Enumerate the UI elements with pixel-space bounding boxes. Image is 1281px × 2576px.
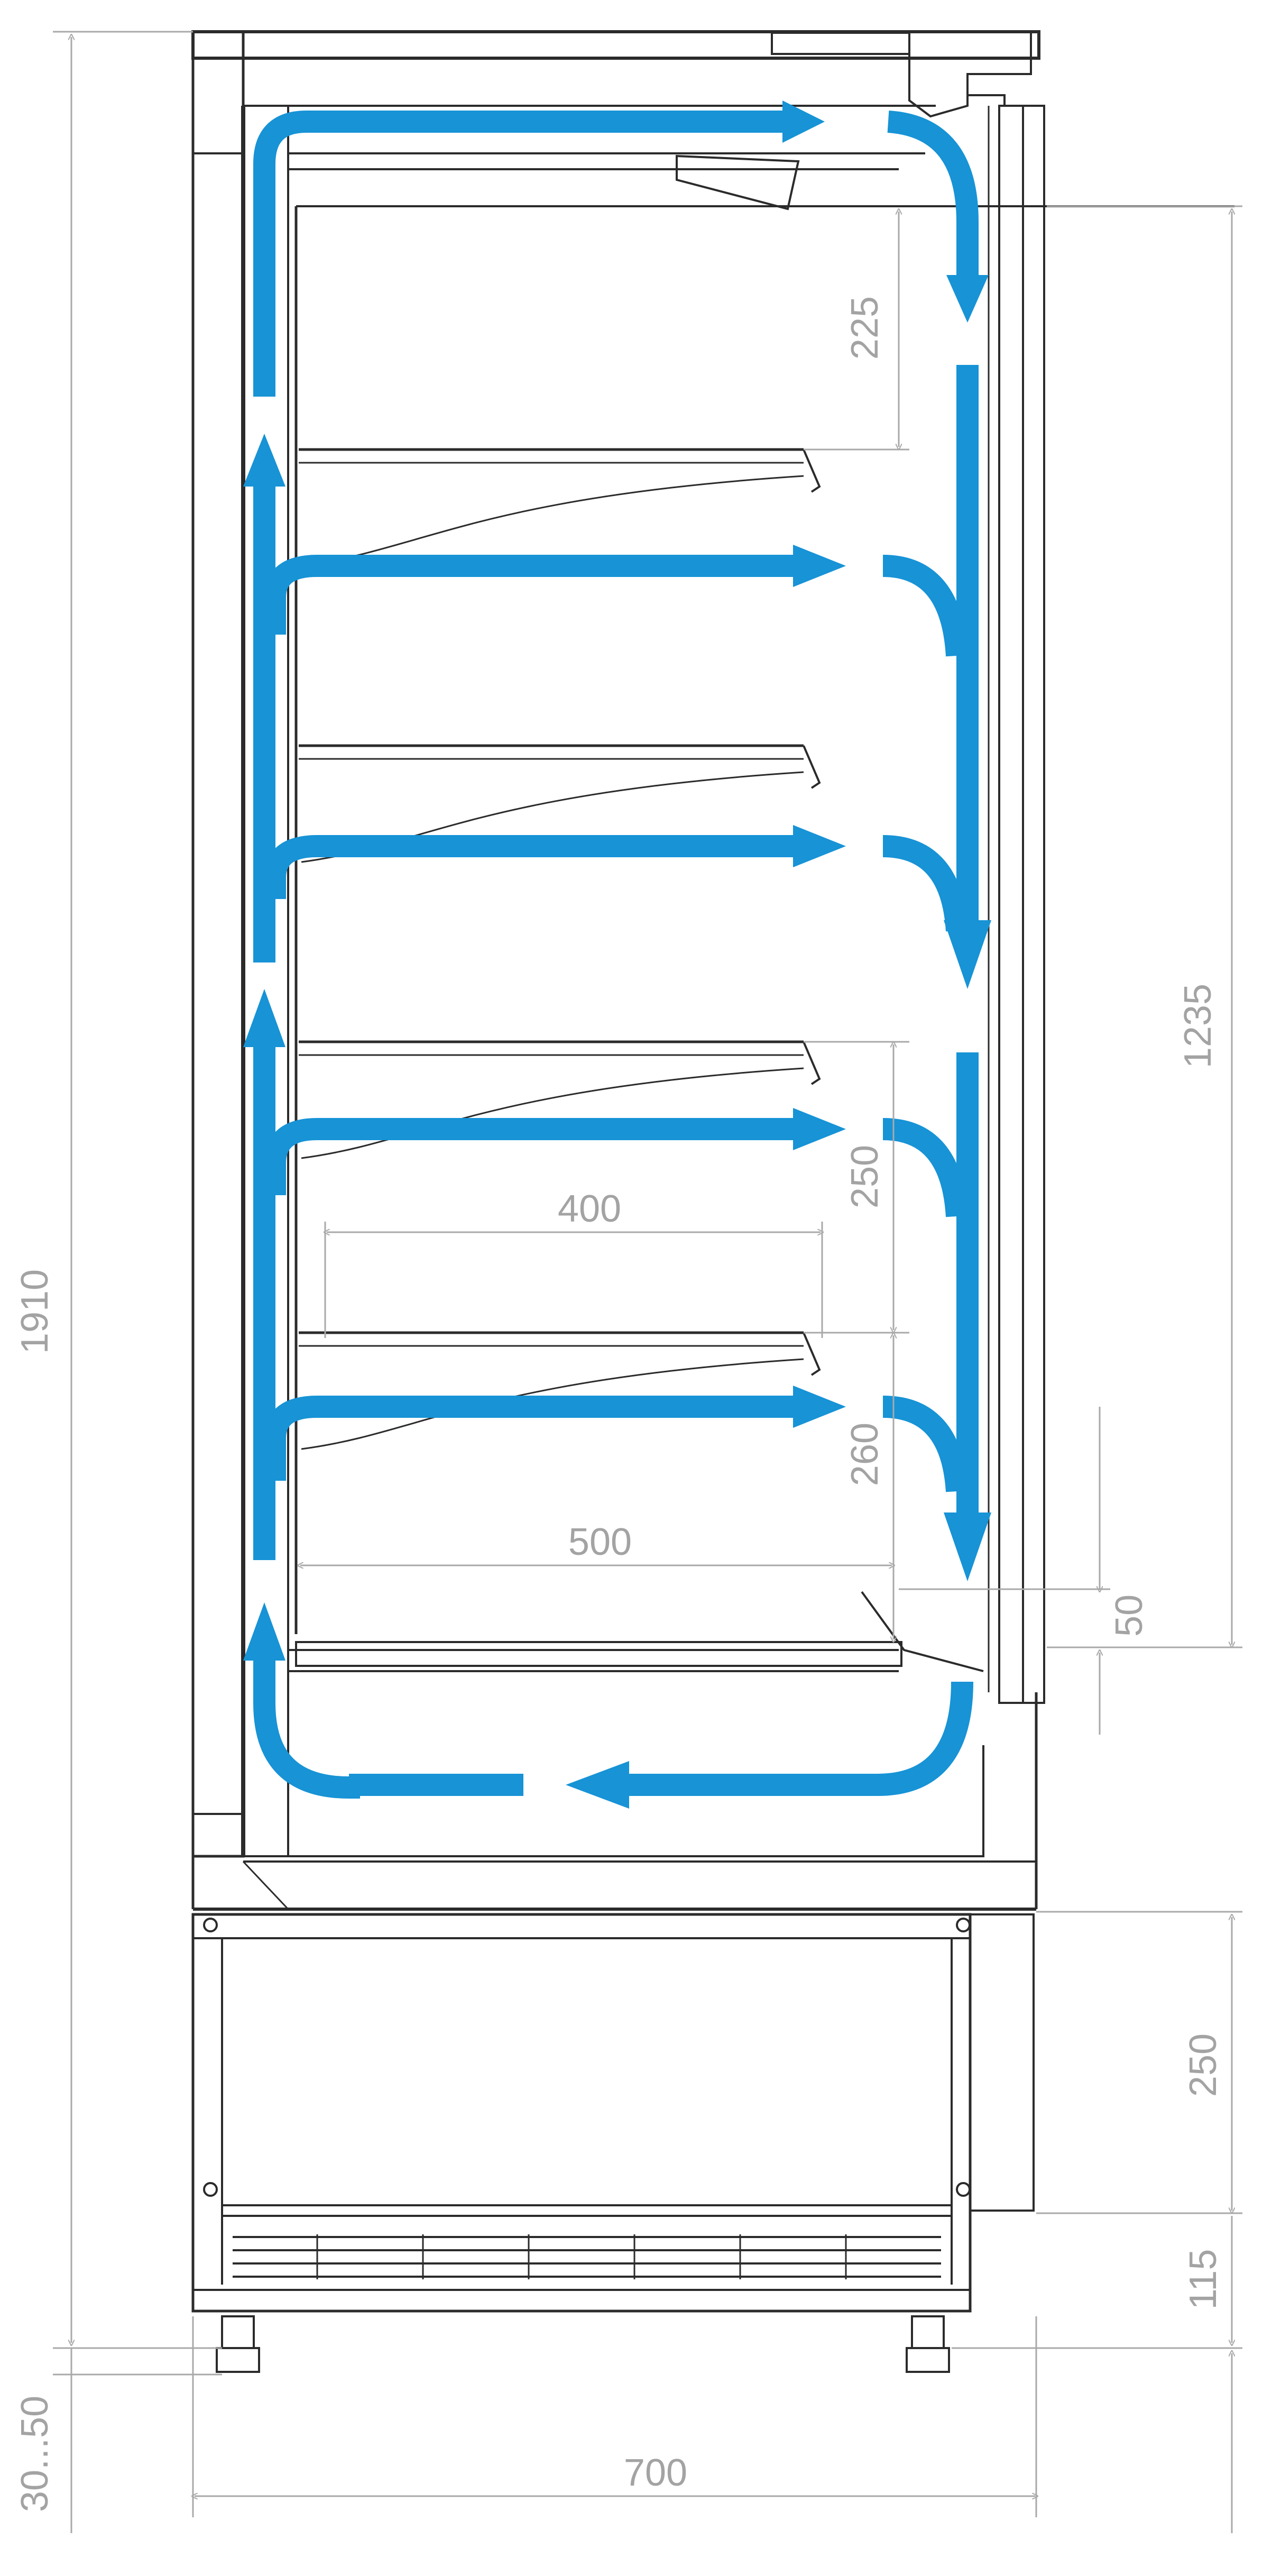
airflow-curtain-3 [264,1118,793,1195]
dim-grille-height: 115 [1182,2249,1224,2310]
shelf-4 [299,1331,821,1450]
airflow-curtain-1-turn [882,555,968,657]
airflow-top [253,111,782,397]
airflow-curtain-2 [264,835,793,899]
arrowhead-left-up-3 [243,1602,285,1661]
arrowhead-curtain-3 [793,1108,846,1150]
arrowhead-curtain-4 [793,1386,846,1428]
dimension-labels: 1910 30...50 700 225 250 260 400 500 123… [14,296,1224,2512]
cabinet-outline [191,30,1234,2373]
dim-shelf-depth: 400 [558,1188,621,1230]
arrowhead-left-up-1 [243,434,285,487]
airflow-arrows [243,100,991,1809]
shelf-3 [299,1040,821,1159]
dim-total-depth: 700 [624,2452,687,2494]
arrowhead-right-2 [944,1512,991,1581]
dim-top-gap: 225 [844,296,886,360]
airflow-curtain-4-turn [882,1396,968,1492]
ventilation-grille [233,2234,941,2279]
dimension-lines [53,31,1242,2533]
arrowhead-right-1 [944,920,991,989]
arrowhead-bottom [566,1761,629,1809]
dim-feet-adjust: 30...50 [14,2396,56,2512]
arrowhead-top-down [946,275,989,323]
airflow-top-right [887,111,979,275]
dim-total-height: 1910 [14,1269,56,1354]
arrowhead-curtain-2 [793,825,846,867]
airflow-curtain-4 [264,1396,793,1481]
arrowhead-left-up-2 [243,989,285,1047]
dim-shelf-gap-2: 260 [844,1423,886,1486]
airflow-left-up-3 [253,1661,360,1799]
dim-shelf-gap-1: 250 [844,1145,886,1208]
adjustable-feet [216,2315,950,2373]
airflow-curtain-1 [264,555,793,635]
arrowhead-top [782,100,825,143]
shelf-1 [299,448,821,567]
dim-display-height: 1235 [1177,984,1219,1068]
arrowhead-curtain-1 [793,545,846,587]
dim-plinth-height: 250 [1182,2033,1224,2097]
dim-base-depth: 500 [568,1521,632,1563]
dim-front-lip: 50 [1108,1594,1150,1637]
airflow-curtain-3-turn [882,1118,968,1217]
airflow-curtain-2-turn [882,835,968,932]
airflow-bottom-return [629,1681,973,1796]
